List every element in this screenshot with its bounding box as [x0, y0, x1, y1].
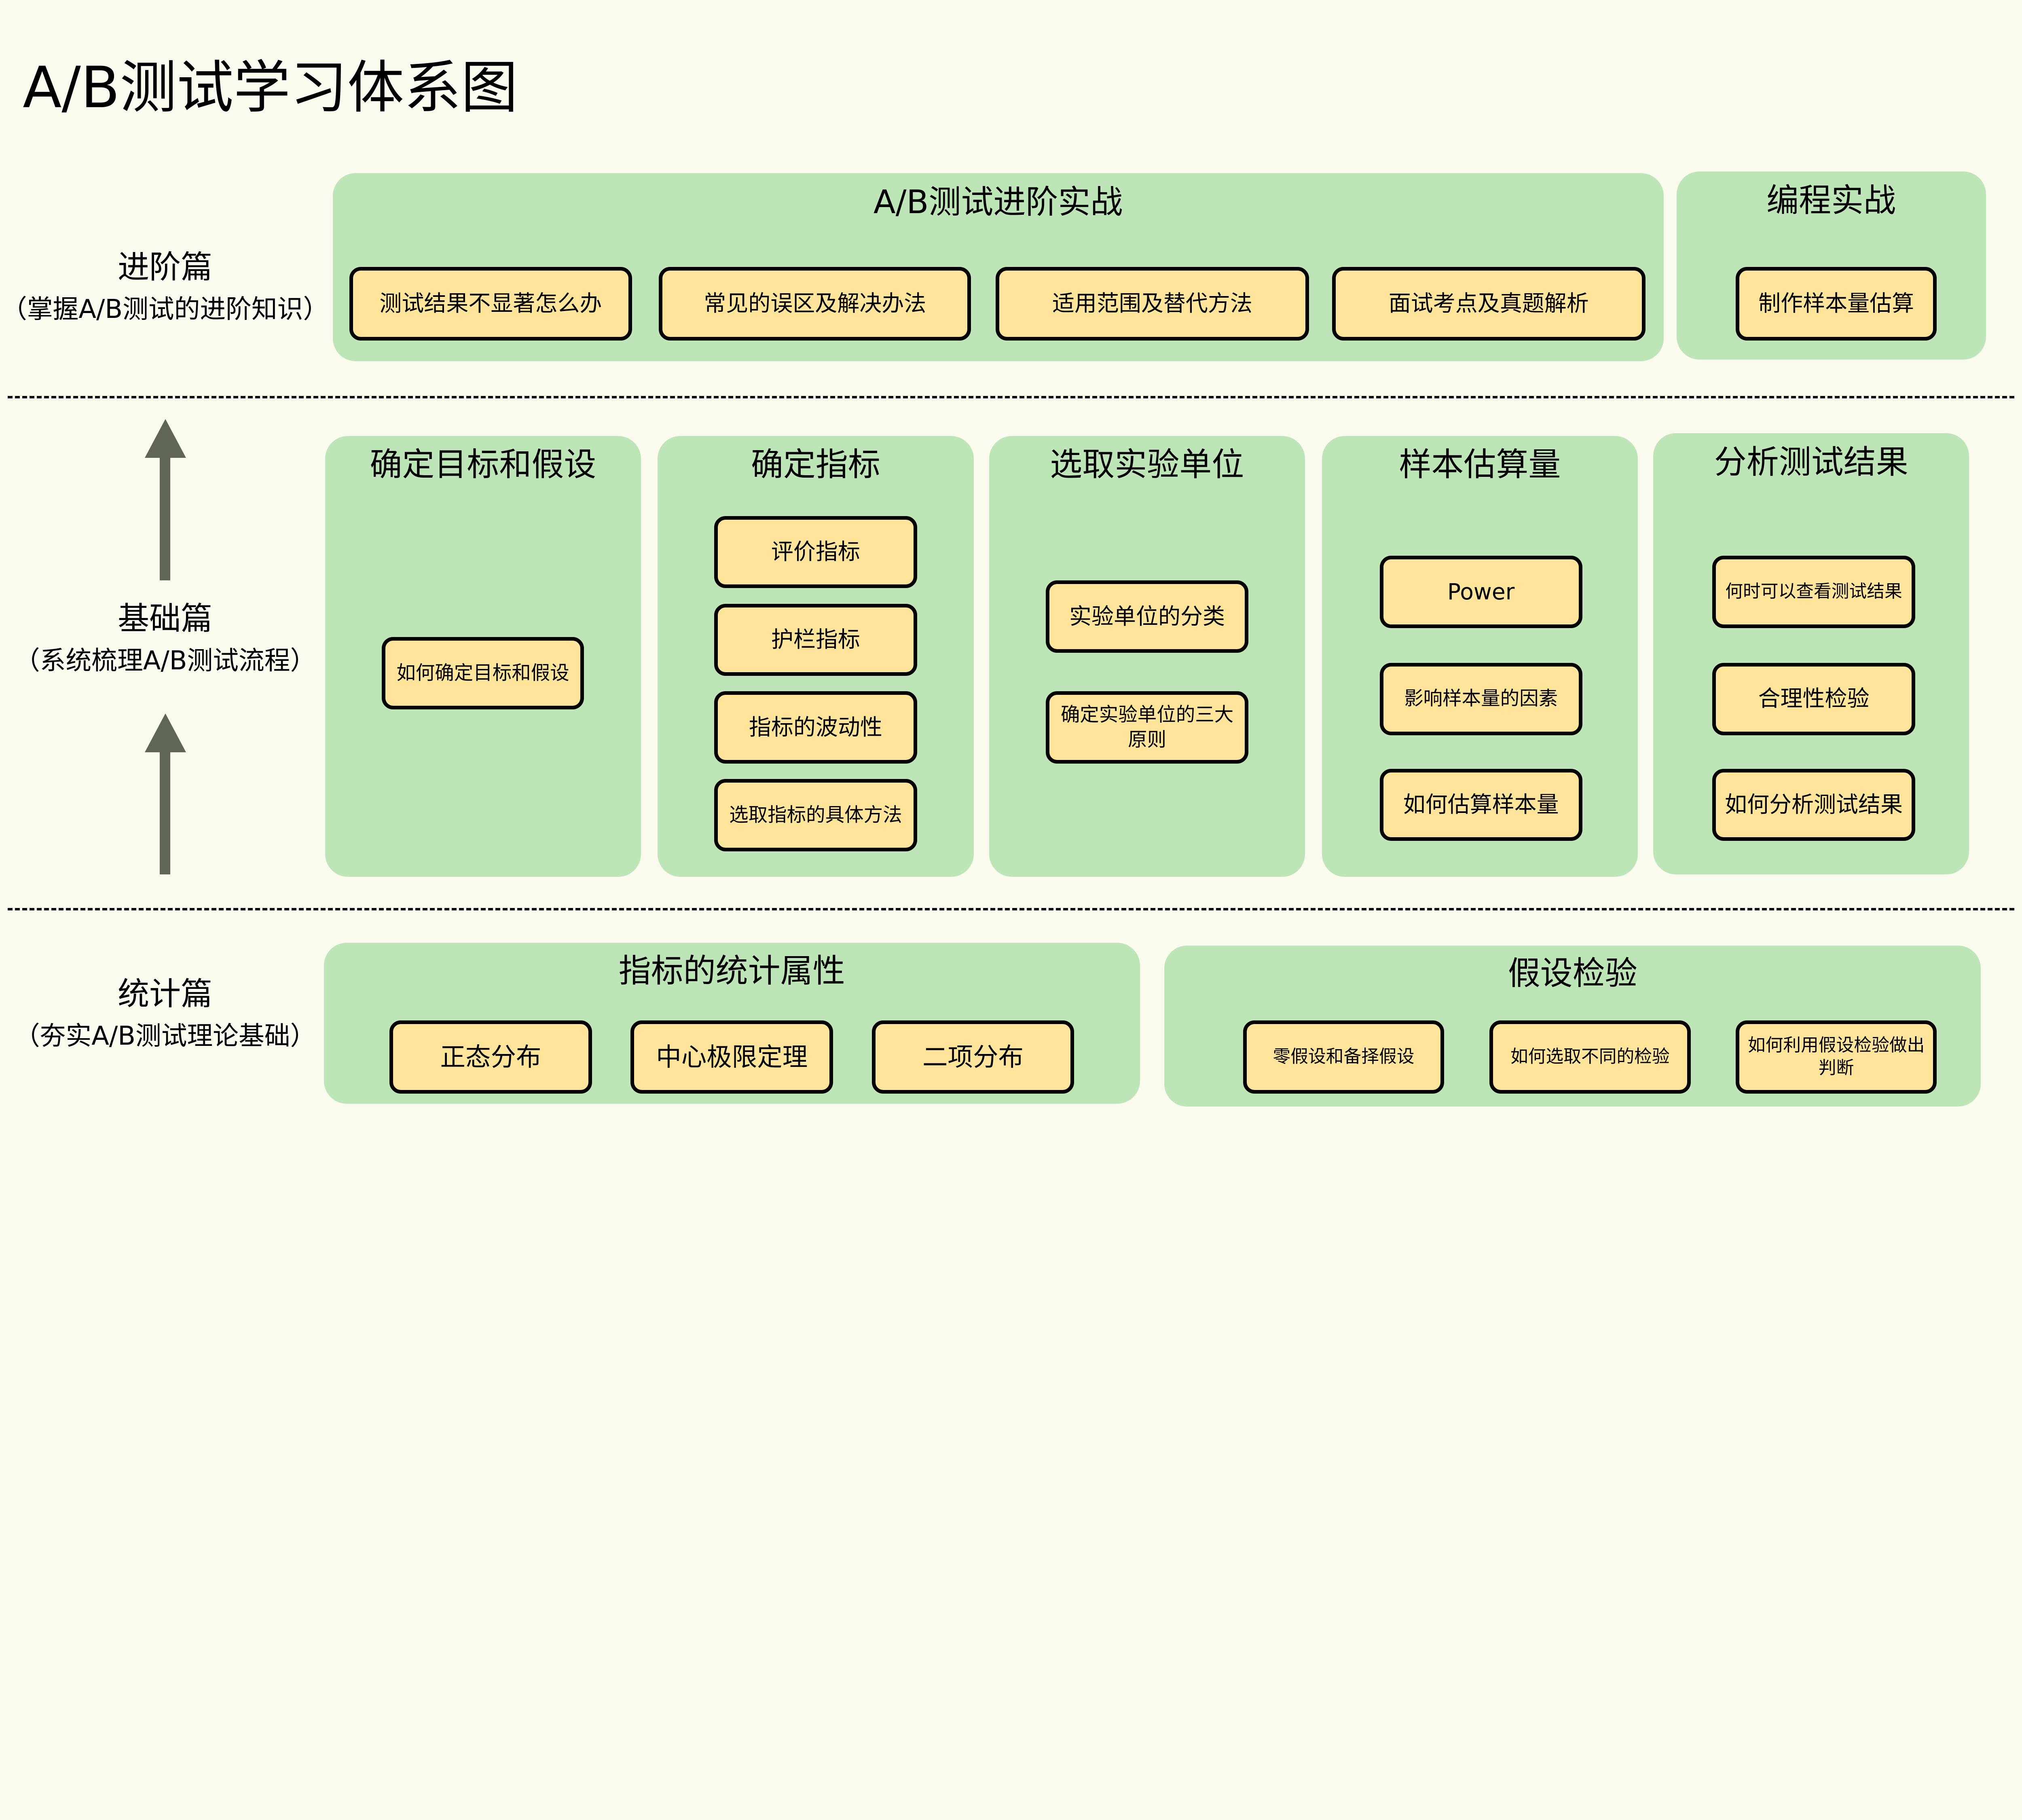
panel-title: 确定指标: [751, 445, 880, 483]
arrow-shaft: [160, 749, 171, 874]
panel-sample-size: 样本估算量: [1322, 436, 1638, 877]
panel-title: 样本估算量: [1399, 445, 1561, 483]
arrow-up-icon: [144, 713, 186, 752]
node[interactable]: Power: [1379, 556, 1582, 629]
node[interactable]: 正态分布: [389, 1020, 592, 1094]
panel-title: 假设检验: [1508, 954, 1637, 992]
level-desc: （掌握A/B测试的进阶知识）: [1, 294, 329, 325]
panel-title: 编程实战: [1766, 181, 1896, 219]
node[interactable]: 常见的误区及解决办法: [659, 267, 971, 341]
node[interactable]: 何时可以查看测试结果: [1712, 556, 1915, 629]
node[interactable]: 影响样本量的因素: [1379, 662, 1582, 735]
level-stats: 统计篇 （夯实A/B测试理论基础）: [1, 978, 330, 1050]
node[interactable]: 适用范围及替代方法: [995, 267, 1309, 341]
panel-title: 指标的统计属性: [618, 952, 845, 990]
node[interactable]: 选取指标的具体方法: [714, 779, 917, 851]
level-desc: （系统梳理A/B测试流程）: [14, 646, 316, 676]
page-title: A/B测试学习体系图: [23, 54, 518, 121]
level-name: 基础篇: [117, 600, 213, 637]
node[interactable]: 如何确定目标和假设: [381, 637, 584, 709]
node[interactable]: 如何利用假设检验做出判断: [1735, 1020, 1937, 1094]
node[interactable]: 确定实验单位的三大原则: [1046, 691, 1248, 764]
node[interactable]: 面试考点及真题解析: [1332, 267, 1646, 341]
node[interactable]: 二项分布: [871, 1020, 1074, 1094]
panel-title: 确定目标和假设: [370, 445, 596, 483]
node[interactable]: 中心极限定理: [630, 1020, 833, 1094]
node[interactable]: 如何选取不同的检验: [1489, 1020, 1691, 1094]
arrow-up-icon: [144, 419, 186, 458]
arrow-shaft: [160, 455, 171, 580]
panel-title: 分析测试结果: [1714, 443, 1908, 481]
node[interactable]: 零假设和备择假设: [1243, 1020, 1445, 1094]
node[interactable]: 如何估算样本量: [1379, 768, 1582, 841]
panel-analysis: 分析测试结果: [1653, 433, 1969, 874]
divider: [7, 908, 2015, 910]
node[interactable]: 评价指标: [714, 516, 917, 588]
node[interactable]: 如何分析测试结果: [1712, 768, 1915, 841]
node[interactable]: 护栏指标: [714, 603, 917, 676]
panel-title: 选取实验单位: [1050, 445, 1244, 483]
level-name: 进阶篇: [117, 248, 213, 286]
level-advanced: 进阶篇 （掌握A/B测试的进阶知识）: [1, 248, 330, 325]
level-name: 统计篇: [117, 975, 213, 1012]
divider: [7, 396, 2015, 398]
node[interactable]: 测试结果不显著怎么办: [349, 267, 632, 341]
level-desc: （夯实A/B测试理论基础）: [14, 1021, 316, 1052]
node[interactable]: 制作样本量估算: [1735, 267, 1937, 341]
panel-title: A/B测试进阶实战: [873, 183, 1123, 221]
level-basic: 基础篇 （系统梳理A/B测试流程）: [1, 603, 330, 674]
node[interactable]: 指标的波动性: [714, 691, 917, 764]
panel-unit: 选取实验单位: [989, 436, 1305, 877]
node[interactable]: 合理性检验: [1712, 662, 1915, 735]
node[interactable]: 实验单位的分类: [1046, 580, 1248, 653]
